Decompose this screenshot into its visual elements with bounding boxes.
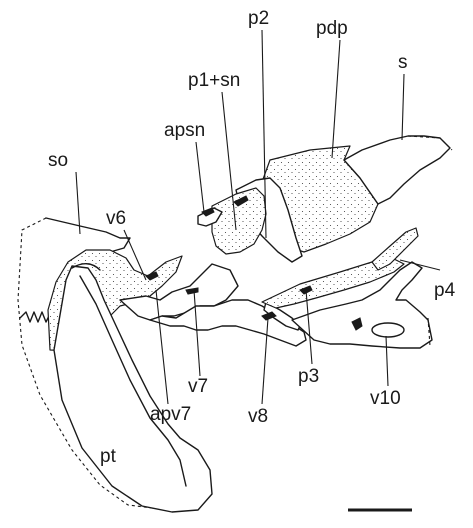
- leader-s: [402, 74, 404, 140]
- label-p4: p4: [434, 280, 456, 301]
- label-apsn: apsn: [164, 120, 205, 141]
- label-s: s: [398, 52, 408, 73]
- leader-apsn: [196, 142, 204, 212]
- label-v7: v7: [188, 376, 208, 397]
- label-p2: p2: [248, 8, 269, 29]
- label-v10: v10: [370, 388, 401, 409]
- leader-pdp: [332, 40, 340, 158]
- label-so: so: [48, 150, 68, 171]
- label-p1-sn: p1+sn: [188, 70, 240, 91]
- p1-sn-stippled: [212, 188, 266, 254]
- label-v6: v6: [106, 208, 126, 229]
- label-p3: p3: [298, 366, 319, 387]
- label-pt: pt: [100, 446, 117, 467]
- label-apv7: apv7: [150, 404, 191, 425]
- label-pdp: pdp: [316, 18, 348, 39]
- serrated-suture: [20, 312, 50, 322]
- label-v8: v8: [248, 406, 268, 427]
